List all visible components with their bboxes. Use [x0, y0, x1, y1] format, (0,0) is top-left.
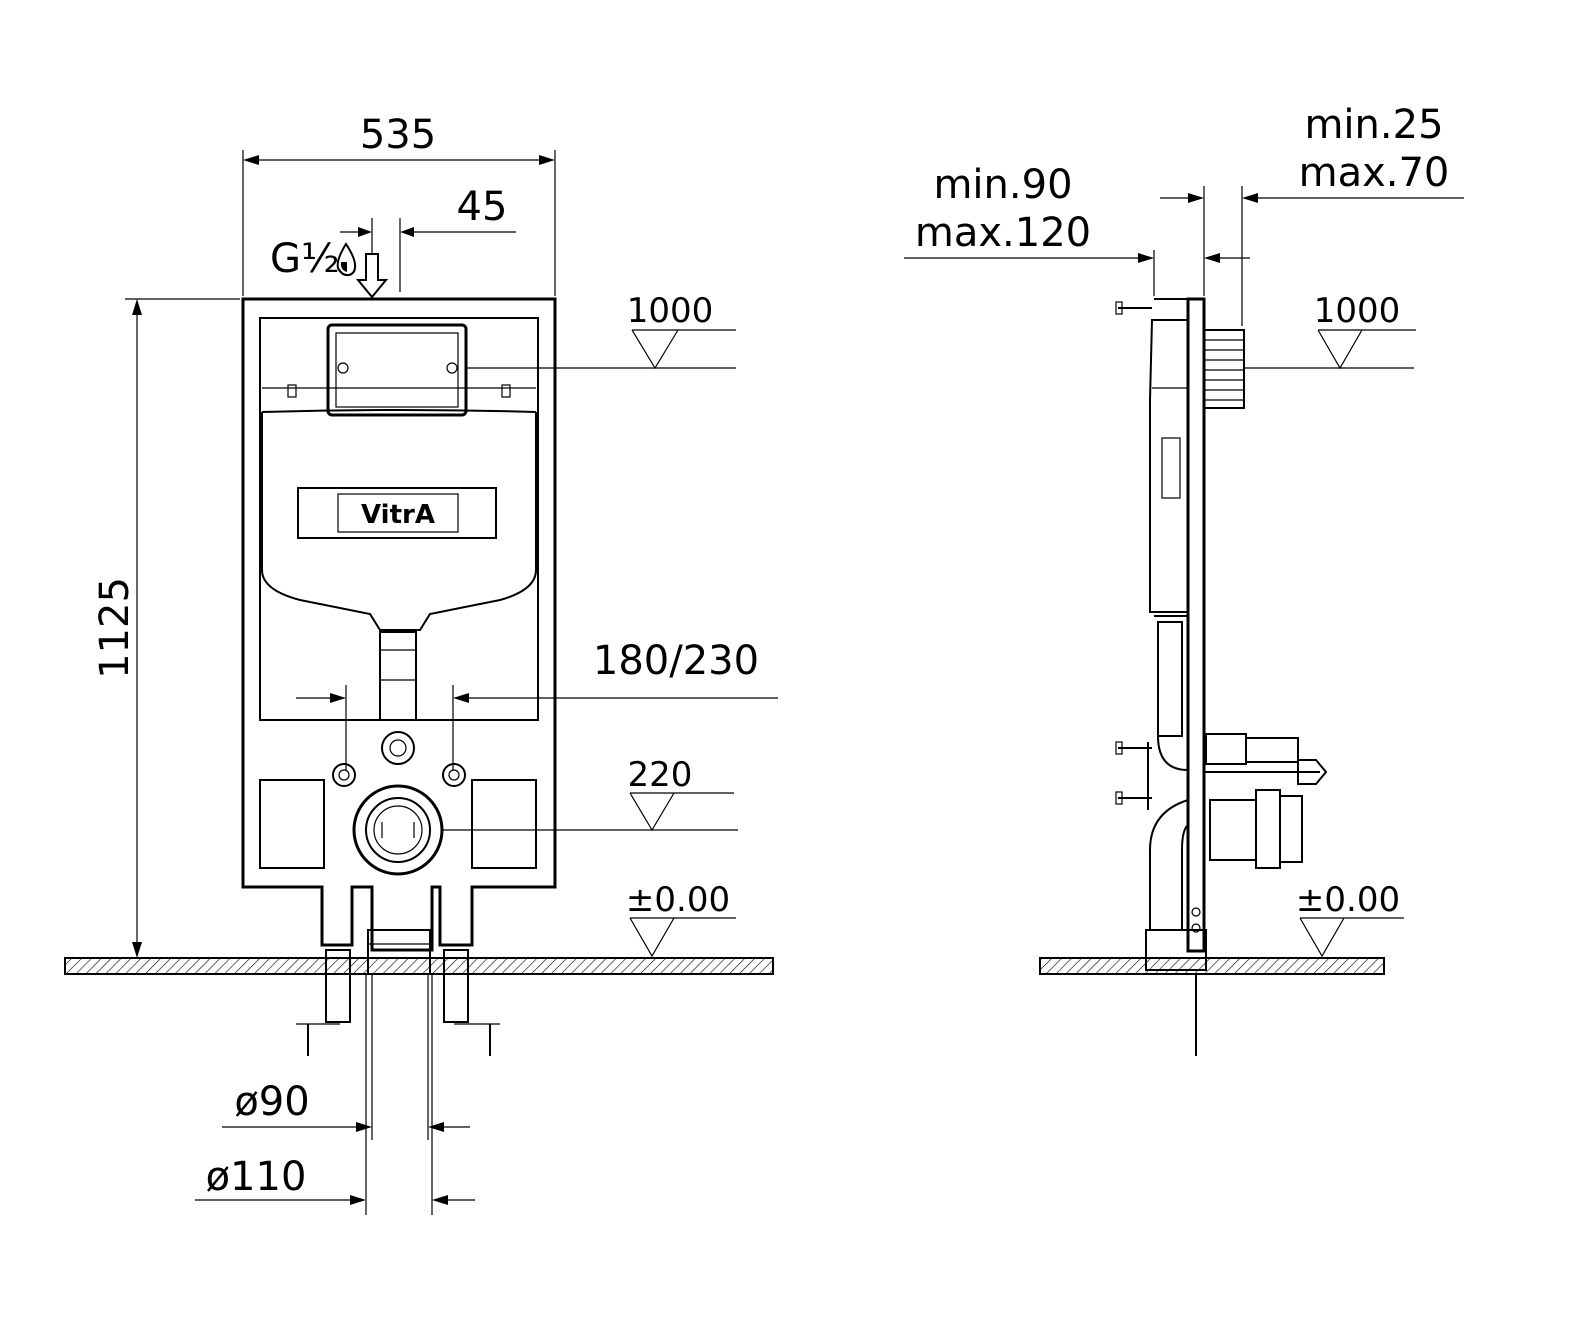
side-level-actuator-label: 1000: [1314, 291, 1401, 331]
depth-min: min.90: [933, 162, 1072, 208]
side-level-floor-label: ±0.00: [1296, 880, 1400, 920]
frame-post: [1186, 297, 1206, 953]
depth-max: max.120: [915, 210, 1091, 256]
floor-slab: [64, 957, 774, 975]
level-triangle-icon: [1317, 329, 1363, 370]
flush-pipe: [379, 631, 417, 721]
bolt-spacing-dim: 180/230: [593, 638, 759, 684]
pipe-dia-inner: ø90: [234, 1079, 309, 1125]
height-dim: 1125: [92, 577, 138, 679]
floor-slab-side: [1039, 957, 1385, 975]
level-actuator-label: 1000: [627, 291, 714, 331]
level-outlet-label: 220: [628, 755, 693, 795]
actuator-box: [326, 323, 468, 417]
inlet-label: G½: [270, 236, 340, 282]
level-triangle-icon: [629, 917, 675, 958]
side-cistern: [1149, 319, 1189, 613]
inlet-offset-dim: 45: [457, 184, 508, 230]
level-triangle-icon: [1299, 917, 1345, 958]
side-view: 1000 ±0.00 min.90 max.120 min.25 max.70: [904, 102, 1464, 1056]
waste-outlet: [352, 784, 444, 876]
front-view: VitrA 180/230 220: [64, 112, 778, 1215]
logo-plate: [297, 487, 497, 539]
frame-outline: [241, 297, 557, 952]
level-triangle-icon: [629, 792, 675, 832]
wall-min: min.25: [1304, 102, 1443, 148]
width-dim: 535: [360, 112, 436, 158]
level-triangle-icon: [631, 329, 679, 370]
brand-logo: VitrA: [361, 500, 435, 530]
down-arrow-icon: [355, 253, 389, 299]
pipe-dia-outer: ø110: [206, 1154, 307, 1200]
wall-max: max.70: [1299, 150, 1450, 196]
level-floor-label: ±0.00: [626, 880, 730, 920]
cistern-body: [259, 317, 539, 721]
